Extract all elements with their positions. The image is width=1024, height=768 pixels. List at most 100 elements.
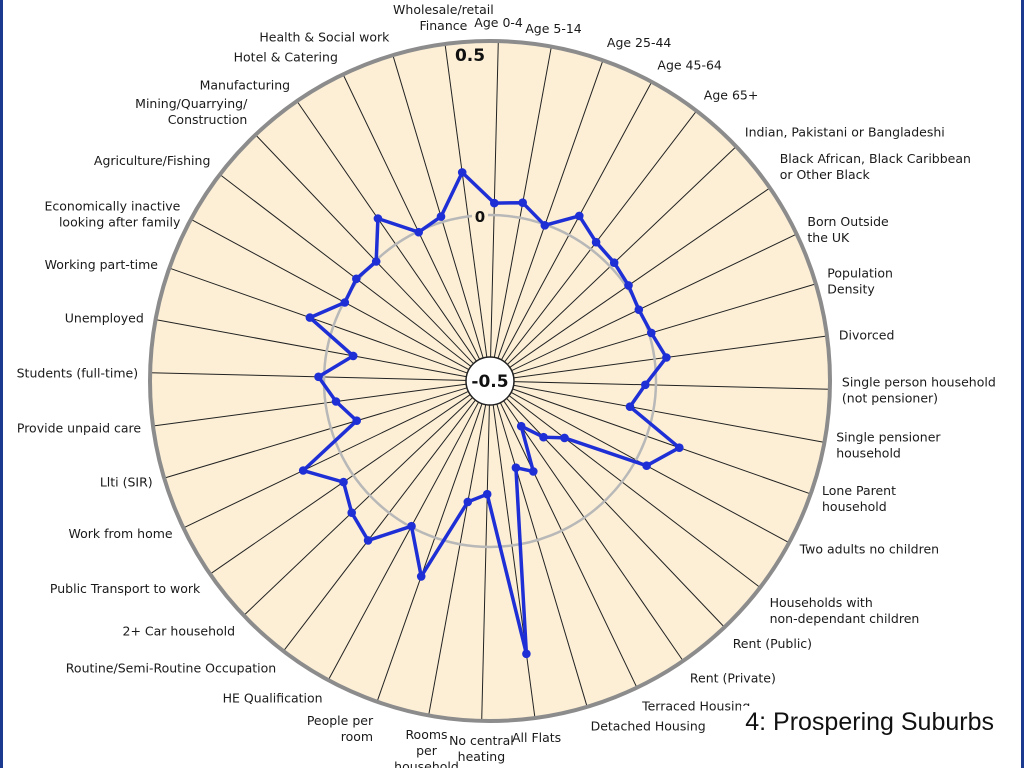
category-label-line: Age 0-4	[474, 15, 523, 30]
data-point-10	[641, 380, 650, 390]
spoke-17	[496, 395, 638, 688]
spoke-12	[504, 385, 811, 495]
data-point-23	[407, 521, 416, 531]
spoke-2	[494, 60, 604, 367]
ring-tick-2: 0.5	[455, 46, 485, 66]
category-label-line: the UK	[807, 230, 850, 245]
spoke-30	[150, 372, 475, 382]
category-label-line: Age 45-64	[657, 57, 722, 72]
data-point-36	[373, 214, 383, 223]
category-label-18: Detached Housing	[591, 718, 706, 733]
data-point-37	[414, 227, 424, 237]
category-label-30: Students (full-time)	[17, 365, 138, 380]
category-label-0: Age 0-4	[474, 15, 523, 30]
outer-ring	[148, 39, 832, 723]
category-label-38: Health & Social work	[259, 30, 390, 45]
category-label-line: looking after family	[59, 215, 181, 230]
ring-tick-bg-1	[472, 209, 488, 225]
data-point-8	[647, 328, 656, 338]
spoke-28	[164, 385, 475, 479]
category-label-line: HE Qualification	[223, 691, 323, 706]
category-label-25: 2+ Car household	[123, 624, 236, 639]
category-label-line: All Flats	[512, 730, 561, 745]
category-label-line: heating	[458, 749, 506, 764]
category-label-line: 2+ Car household	[123, 624, 236, 639]
category-label-36: Manufacturing	[200, 77, 291, 92]
data-point-18	[511, 463, 521, 473]
data-point-34	[352, 274, 361, 284]
category-label-line: Age 25-44	[607, 35, 672, 50]
spoke-31	[155, 319, 475, 379]
data-point-0	[490, 198, 499, 208]
data-point-16	[516, 421, 526, 431]
category-label-line: Rooms	[405, 727, 447, 742]
category-label-line: or Other Black	[780, 167, 871, 182]
spoke-8	[505, 283, 816, 377]
category-label-1: Age 5-14	[525, 21, 582, 36]
spoke-39	[444, 43, 489, 366]
category-label-line: Construction	[168, 112, 248, 127]
category-label-line: Rent (Private)	[690, 671, 776, 686]
category-label-35: Mining/Quarrying/Construction	[135, 96, 248, 127]
spoke-27	[183, 387, 476, 529]
spoke-33	[190, 218, 477, 374]
category-label-line: Hotel & Catering	[234, 50, 338, 65]
spoke-32	[169, 267, 476, 377]
data-point-24	[363, 536, 373, 545]
category-label-line: Indian, Pakistani or Bangladeshi	[745, 124, 945, 139]
category-label-line: Wholesale/retail	[393, 2, 494, 17]
category-label-line: Lone Parent	[822, 483, 896, 498]
data-point-7	[634, 305, 644, 315]
slide-right-edge	[1021, 0, 1024, 768]
data-point-26	[339, 477, 348, 487]
category-label-line: Households with	[770, 595, 873, 610]
data-point-12	[675, 443, 684, 453]
spoke-21	[428, 396, 488, 716]
category-label-line: Density	[827, 281, 875, 296]
category-label-line: household	[836, 446, 901, 461]
spoke-36	[296, 100, 482, 369]
category-label-15: Rent (Public)	[733, 636, 812, 651]
category-label-line: Single pensioner	[836, 430, 941, 445]
category-label-line: Routine/Semi-Routine Occupation	[66, 661, 276, 676]
category-label-24: Routine/Semi-Routine Occupation	[66, 661, 276, 676]
data-point-14	[560, 433, 569, 443]
spoke-5	[501, 146, 737, 371]
category-label-29: Provide unpaid care	[17, 421, 142, 436]
category-label-line: Manufacturing	[200, 77, 291, 92]
category-label-line: Llti (SIR)	[100, 475, 153, 490]
category-label-line: Work from home	[68, 526, 172, 541]
data-point-33	[340, 298, 350, 307]
data-point-22	[416, 572, 426, 581]
category-label-37: Hotel & Catering	[234, 50, 338, 65]
spoke-22	[376, 395, 486, 702]
category-label-34: Agriculture/Fishing	[94, 153, 210, 168]
category-label-line: non-dependant children	[770, 611, 920, 626]
spoke-35	[255, 134, 480, 370]
data-point-29	[331, 397, 341, 406]
category-label-13: Two adults no children	[799, 541, 939, 556]
category-label-line: Finance	[419, 18, 467, 33]
spoke-6	[502, 187, 771, 373]
category-label-line: Public Transport to work	[50, 581, 201, 596]
spoke-29	[152, 382, 475, 427]
data-point-6	[624, 281, 633, 290]
category-label-line: Mining/Quarrying/	[135, 96, 248, 111]
category-label-line: Detached Housing	[591, 718, 706, 733]
category-label-line: Black African, Black Caribbean	[780, 151, 971, 166]
data-point-1	[518, 198, 527, 207]
spoke-24	[283, 393, 481, 652]
data-point-19	[522, 649, 531, 659]
data-point-27	[298, 466, 308, 475]
category-label-line: Two adults no children	[799, 541, 939, 556]
spoke-20	[481, 396, 491, 721]
data-point-31	[348, 351, 358, 361]
category-label-line: Born Outside	[807, 214, 889, 229]
